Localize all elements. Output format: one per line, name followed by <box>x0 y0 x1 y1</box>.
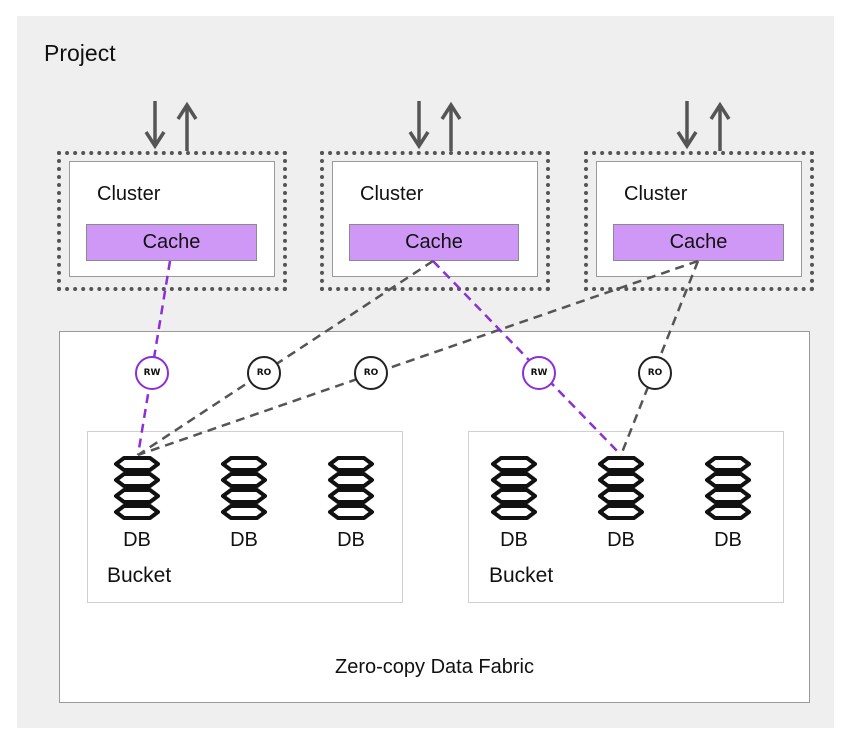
project-title: Project <box>44 40 116 66</box>
cluster-boundary <box>320 151 550 291</box>
db-label: DB <box>123 529 151 551</box>
database-icon <box>598 456 644 520</box>
arrow-down-icon <box>676 101 698 150</box>
fabric-label: Zero-copy Data Fabric <box>335 656 534 678</box>
database-icon <box>491 456 537 520</box>
database-icon <box>221 456 267 520</box>
cluster-boundary <box>57 151 287 291</box>
arrow-down-icon <box>144 101 166 150</box>
db-label: DB <box>607 529 635 551</box>
bucket-label: Bucket <box>107 564 172 587</box>
rw-connector <box>432 260 622 456</box>
arrow-up-icon <box>176 101 198 151</box>
rw-badge: RW <box>135 356 169 390</box>
arrow-up-icon <box>709 101 731 151</box>
bucket-label: Bucket <box>489 564 554 587</box>
arrow-up-icon <box>440 101 462 151</box>
cluster-label: Cluster <box>624 183 688 205</box>
ro-connector <box>619 260 700 456</box>
ro-badge: RO <box>638 356 672 390</box>
ro-connector <box>137 259 434 457</box>
database-icon <box>114 456 160 520</box>
arrow-down-icon <box>408 101 430 150</box>
db-label: DB <box>230 529 258 551</box>
cache-box: Cache <box>613 224 784 261</box>
cluster-label: Cluster <box>360 183 424 205</box>
ro-badge: RO <box>354 356 388 390</box>
ro-connector <box>137 259 699 457</box>
db-label: DB <box>500 529 528 551</box>
db-label: DB <box>337 529 365 551</box>
rw-badge: RW <box>522 356 556 390</box>
database-icon <box>705 456 751 520</box>
ro-badge: RO <box>247 356 281 390</box>
cluster-label: Cluster <box>97 183 161 205</box>
cluster-boundary <box>584 151 814 291</box>
cache-box: Cache <box>86 224 257 261</box>
database-icon <box>328 456 374 520</box>
db-label: DB <box>714 529 742 551</box>
